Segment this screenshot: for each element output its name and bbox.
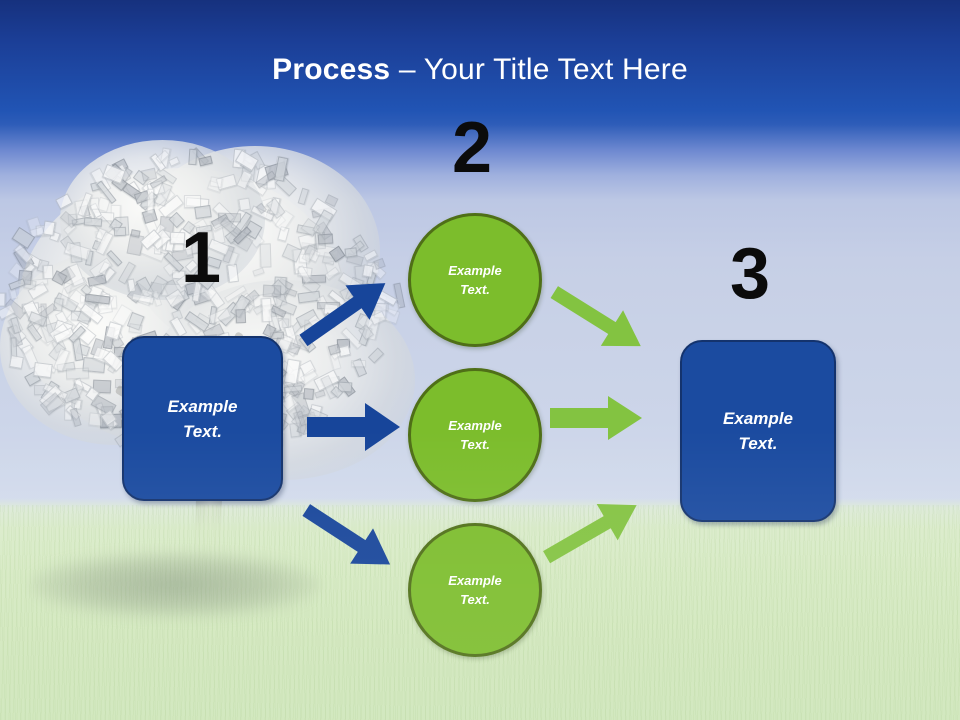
- slide-title-strong: Process: [272, 53, 391, 86]
- tree-shadow: [30, 552, 320, 618]
- step-number-2: 2: [451, 108, 493, 188]
- end-node-box[interactable]: Example Text.: [680, 340, 836, 522]
- green-arrow-up-right: [543, 496, 656, 572]
- blue-arrow-right: [307, 403, 403, 451]
- process-circle-2-label: Example Text.: [448, 418, 502, 452]
- green-arrow-right: [550, 396, 646, 440]
- process-circle-3-label: Example Text.: [448, 573, 502, 607]
- start-node-label: Example Text.: [167, 396, 238, 441]
- slide-title: Process – Your Title Text Here: [0, 52, 960, 88]
- process-circle-1-label: Example Text.: [448, 263, 502, 297]
- process-circle-1[interactable]: Example Text.: [408, 213, 542, 347]
- end-node-label: Example Text.: [723, 409, 793, 453]
- blue-arrow-up-right: [299, 278, 407, 350]
- process-circle-3[interactable]: Example Text.: [408, 523, 542, 657]
- blue-arrow-down-right: [302, 500, 407, 580]
- process-circle-2[interactable]: Example Text.: [408, 368, 542, 502]
- step-number-3: 3: [729, 234, 771, 314]
- start-node-box[interactable]: Example Text.: [122, 336, 283, 501]
- step-number-1: 1: [180, 218, 222, 298]
- green-arrow-down-right: [550, 286, 660, 366]
- slide-title-light: – Your Title Text Here: [390, 53, 688, 86]
